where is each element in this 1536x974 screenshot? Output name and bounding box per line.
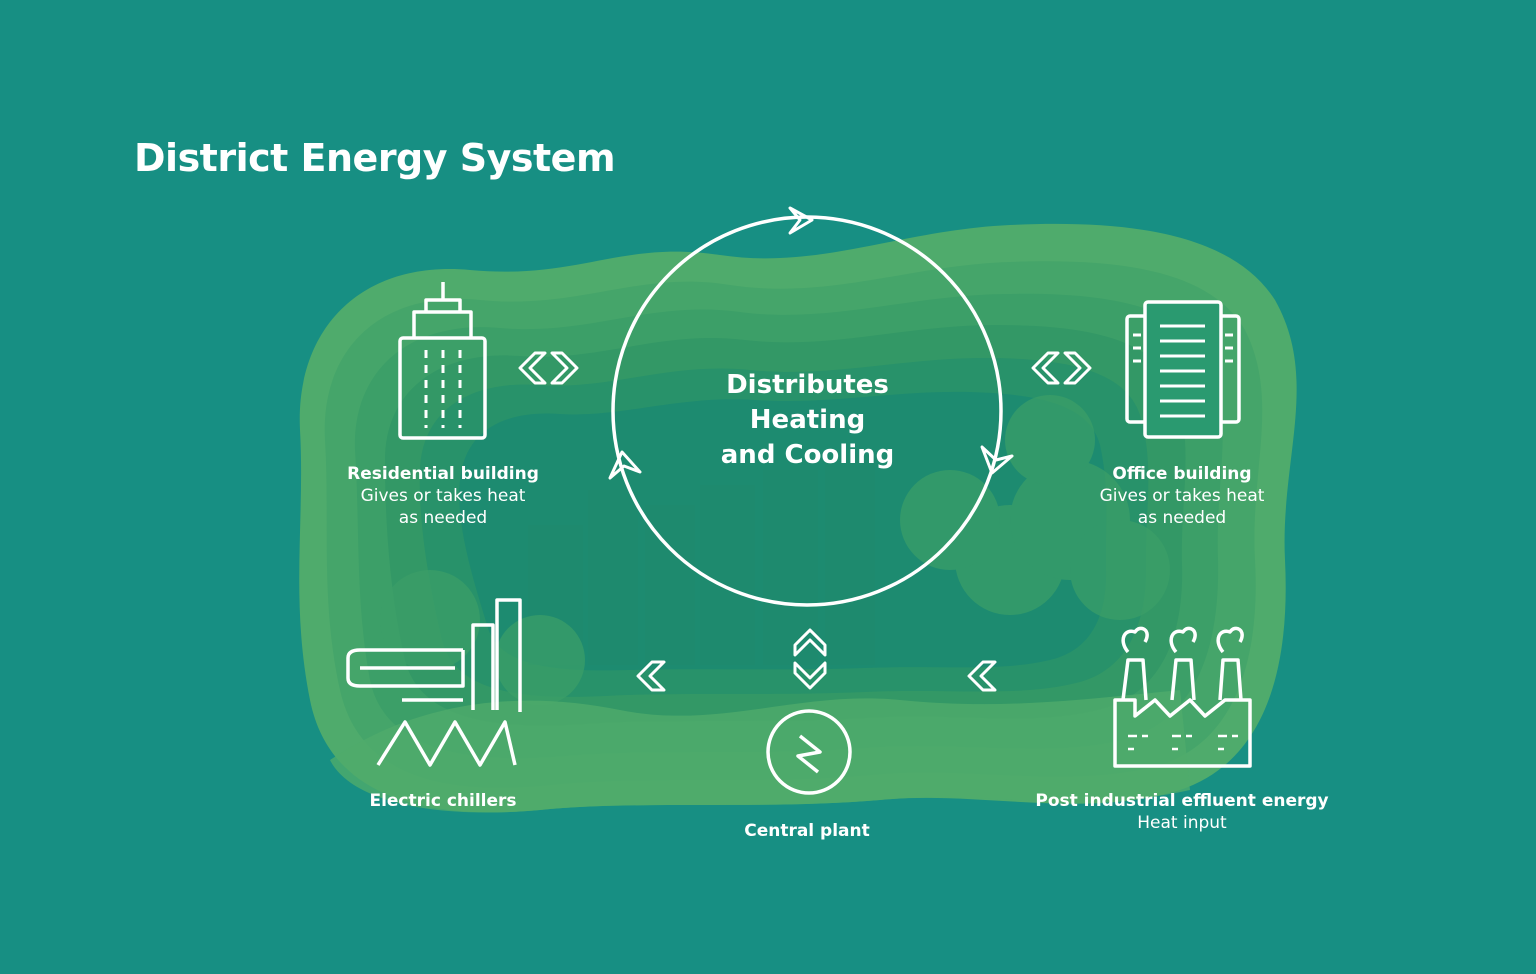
loop-arrow-left (608, 450, 642, 480)
plant-name: Central plant (744, 821, 870, 841)
arrow-from-effluent (967, 660, 997, 692)
effluent-name: Post industrial effluent energy (1035, 791, 1329, 811)
loop-arrow-top (788, 206, 814, 235)
power-plant-icon (766, 709, 852, 795)
office-desc-1: Gives or takes heat (1099, 486, 1265, 506)
chillers-label: Electric chillers (338, 790, 548, 812)
exchange-arrows-vertical (793, 628, 827, 690)
effluent-label: Post industrial effluent energy Heat inp… (1022, 790, 1342, 834)
center-line-3: and Cooling (720, 440, 895, 470)
exchange-arrows-left (518, 351, 579, 385)
electric-chiller-icon (346, 598, 522, 767)
arrow-to-chillers (636, 660, 666, 692)
effluent-desc-1: Heat input (1137, 813, 1227, 833)
exchange-arrows-right (1031, 351, 1092, 385)
residential-desc-1: Gives or takes heat (360, 486, 526, 506)
residential-desc-2: as needed (398, 508, 488, 528)
center-line-2: Heating (749, 405, 866, 435)
page-title: District Energy System (134, 136, 616, 180)
residential-building-icon (398, 282, 487, 440)
factory-icon (1113, 626, 1252, 768)
office-desc-2: as needed (1137, 508, 1227, 528)
residential-label: Residential building Gives or takes heat… (318, 463, 568, 529)
office-building-icon (1125, 300, 1241, 439)
center-line-1: Distributes (726, 370, 889, 400)
residential-name: Residential building (347, 464, 539, 484)
office-label: Office building Gives or takes heat as n… (1057, 463, 1307, 529)
chillers-name: Electric chillers (369, 791, 517, 811)
plant-label: Central plant (707, 820, 907, 842)
center-label: Distributes Heating and Cooling (680, 368, 935, 473)
office-name: Office building (1112, 464, 1252, 484)
loop-arrow-right (980, 445, 1014, 475)
